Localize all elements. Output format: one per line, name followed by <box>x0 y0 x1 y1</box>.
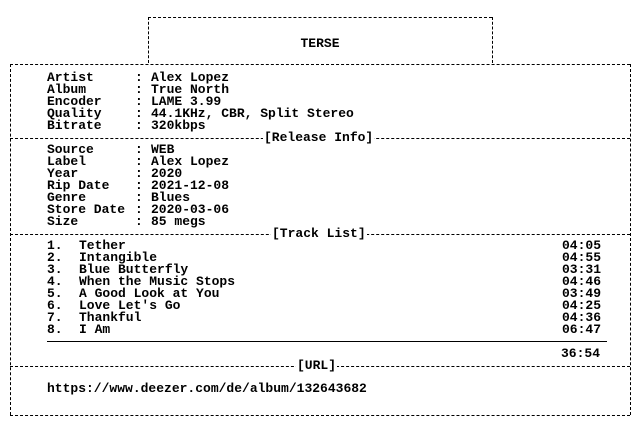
track-row: 3. Blue Butterfly 03:31 <box>47 262 601 277</box>
release-colon: : <box>135 178 143 193</box>
track-number: 6. <box>47 298 63 313</box>
track-row: 1. Tether 04:05 <box>47 238 601 253</box>
frame-bottom-border <box>10 415 630 416</box>
track-duration: 03:31 <box>561 262 601 277</box>
track-number: 1. <box>47 238 63 253</box>
track-duration: 04:46 <box>561 274 601 289</box>
page-title: TERSE <box>300 36 340 51</box>
track-number: 7. <box>47 310 63 325</box>
track-row: 6. Love Let's Go 04:25 <box>47 298 601 313</box>
info-value: 320kbps <box>151 118 206 133</box>
info-colon: : <box>135 94 143 109</box>
track-row: 2. Intangible 04:55 <box>47 250 601 265</box>
track-number: 4. <box>47 274 63 289</box>
release-colon: : <box>135 214 143 229</box>
info-label: Quality <box>47 106 102 121</box>
track-title: A Good Look at You <box>79 286 220 301</box>
release-row: Label: Alex Lopez <box>47 154 230 169</box>
release-colon: : <box>135 202 143 217</box>
track-title: When the Music Stops <box>79 274 236 289</box>
album-url-link[interactable]: https://www.deezer.com/de/album/13264368… <box>47 381 367 396</box>
info-colon: : <box>135 70 143 85</box>
frame-right-border <box>630 64 631 415</box>
release-colon: : <box>135 142 143 157</box>
release-row: Size:85 megs <box>47 214 206 229</box>
track-number: 3. <box>47 262 63 277</box>
info-value: True North <box>151 82 230 97</box>
track-title: I Am <box>79 322 111 337</box>
track-row: 5. A Good Look at You 03:49 <box>47 286 601 301</box>
info-row: Quality:44.1KHz, CBR, Split Stereo <box>47 106 354 121</box>
info-row: Encoder: LAME 3.99 <box>47 94 222 109</box>
release-label: Year <box>47 166 79 181</box>
release-value: 2020-03-06 <box>151 202 230 217</box>
track-row: 7. Thankful 04:36 <box>47 310 601 325</box>
info-colon: : <box>135 106 143 121</box>
track-list-label: [Track List] <box>271 226 367 241</box>
info-colon: : <box>135 118 143 133</box>
release-colon: : <box>135 166 143 181</box>
info-value: Alex Lopez <box>151 70 230 85</box>
info-value: 44.1KHz, CBR, Split Stereo <box>151 106 354 121</box>
track-duration: 04:05 <box>561 238 601 253</box>
release-value: 2020 <box>151 166 183 181</box>
info-label: Bitrate <box>47 118 102 133</box>
track-duration: 06:47 <box>561 322 601 337</box>
track-title: Tether <box>79 238 126 253</box>
track-row: 4. When the Music Stops 04:46 <box>47 274 601 289</box>
info-label: Encoder <box>47 94 102 109</box>
release-value: 85 megs <box>151 214 206 229</box>
track-row: 8. I Am 06:47 <box>47 322 601 337</box>
title-box-right-border <box>492 17 493 63</box>
release-row: Genre: Blues <box>47 190 191 205</box>
release-row: Source: WEB <box>47 142 175 157</box>
info-row: Artist: Alex Lopez <box>47 70 230 85</box>
info-row: Album: True North <box>47 82 230 97</box>
release-value: 2021-12-08 <box>151 178 230 193</box>
release-row: Store Date:2020-03-06 <box>47 202 230 217</box>
track-duration: 03:49 <box>561 286 601 301</box>
title-box-left-border <box>148 17 149 63</box>
track-duration: 04:36 <box>561 310 601 325</box>
title-box-top-border <box>148 17 492 18</box>
track-title: Thankful <box>79 310 142 325</box>
track-duration: 04:55 <box>561 250 601 265</box>
release-label: Genre <box>47 190 87 205</box>
release-label: Rip Date <box>47 178 110 193</box>
track-number: 2. <box>47 250 63 265</box>
release-row: Rip Date:2021-12-08 <box>47 178 230 193</box>
info-label: Artist <box>47 70 94 85</box>
track-number: 5. <box>47 286 63 301</box>
info-value: LAME 3.99 <box>151 94 222 109</box>
frame-left-border <box>10 64 11 415</box>
track-title: Blue Butterfly <box>79 262 189 277</box>
release-label: Source <box>47 142 94 157</box>
info-colon: : <box>135 82 143 97</box>
release-label: Store Date <box>47 202 126 217</box>
total-duration: 36:54 <box>560 346 600 361</box>
release-label: Label <box>47 154 87 169</box>
info-row: Bitrate:320kbps <box>47 118 206 133</box>
release-colon: : <box>135 154 143 169</box>
release-label: Size <box>47 214 79 229</box>
frame-top-border <box>10 64 630 65</box>
release-value: Alex Lopez <box>151 154 230 169</box>
info-label: Album <box>47 82 87 97</box>
track-duration: 04:25 <box>561 298 601 313</box>
track-total-rule <box>47 341 607 342</box>
release-colon: : <box>135 190 143 205</box>
release-row: Year:2020 <box>47 166 183 181</box>
release-value: WEB <box>151 142 175 157</box>
release-value: Blues <box>151 190 191 205</box>
track-title: Love Let's Go <box>79 298 181 313</box>
url-label: [URL] <box>296 358 338 373</box>
release-info-label: [Release Info] <box>263 130 375 145</box>
track-title: Intangible <box>79 250 158 265</box>
track-number: 8. <box>47 322 63 337</box>
